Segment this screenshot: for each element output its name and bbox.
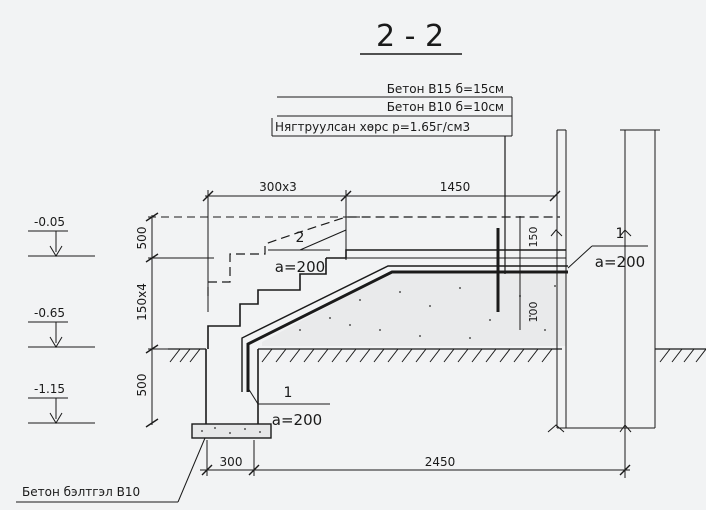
level-marker-3: -1.15 bbox=[28, 382, 95, 424]
dim-bottom-300: 300 bbox=[220, 455, 243, 469]
layer-label-concrete-b10: Бетон В10 б=10см bbox=[387, 100, 504, 114]
footing-label: Бетон бэлтгэл В10 bbox=[22, 485, 140, 499]
footing-pad bbox=[191, 423, 272, 439]
tick bbox=[619, 464, 631, 476]
rebar-lower-spacing: a=200 bbox=[272, 411, 322, 429]
rebar-outer-line bbox=[241, 265, 568, 392]
dim-right-100: 100 bbox=[527, 302, 540, 323]
slab-top bbox=[326, 249, 566, 259]
rebar-upper-number: 2 bbox=[296, 230, 305, 246]
fill-speckle bbox=[299, 285, 556, 339]
layer-label-concrete-b15: Бетон В15 б=15см bbox=[387, 82, 504, 96]
level-marker-1: -0.05 bbox=[28, 215, 95, 257]
dim-bottom-2450: 2450 bbox=[425, 455, 456, 469]
level-value: -0.05 bbox=[34, 215, 65, 229]
level-marker-2: -0.65 bbox=[28, 306, 95, 348]
dim-steps: 300x3 bbox=[259, 180, 297, 194]
dim-left-middle: 150x4 bbox=[135, 283, 149, 321]
rebar-right-spacing: a=200 bbox=[595, 253, 645, 271]
rebar-right-leader bbox=[567, 245, 593, 269]
dim-left-upper: 500 bbox=[135, 227, 149, 250]
tick bbox=[145, 418, 159, 428]
tick bbox=[202, 190, 214, 202]
tick bbox=[340, 190, 352, 202]
level-value: -1.15 bbox=[34, 382, 65, 396]
dim-left-lower: 500 bbox=[135, 374, 149, 397]
rebar-lower-leader bbox=[247, 387, 259, 405]
section-title: 2 - 2 bbox=[376, 19, 444, 54]
compacted-fill bbox=[262, 274, 566, 346]
rebar-upper-spacing: a=200 bbox=[275, 258, 325, 276]
footing-speckle bbox=[201, 427, 261, 434]
dim-landing: 1450 bbox=[440, 180, 471, 194]
rebar-upper-leader bbox=[299, 229, 347, 251]
right-wall bbox=[547, 129, 660, 478]
rebar-main-bar bbox=[246, 270, 568, 392]
footing-leader bbox=[177, 437, 206, 503]
tick bbox=[549, 190, 561, 202]
dim-right-150: 150 bbox=[527, 227, 540, 248]
layer-label-compacted-soil: Нягтруулсан хөрс р=1.65г/см3 bbox=[275, 120, 470, 134]
rebar-lower-number: 1 bbox=[284, 385, 293, 401]
stair-dashed-outline bbox=[207, 216, 560, 296]
ground-line bbox=[168, 348, 706, 363]
level-value: -0.65 bbox=[34, 306, 65, 320]
tick bbox=[248, 464, 260, 476]
tick bbox=[201, 464, 213, 476]
rebar-right-number: 1 bbox=[616, 226, 625, 242]
stair-steps bbox=[207, 258, 327, 349]
